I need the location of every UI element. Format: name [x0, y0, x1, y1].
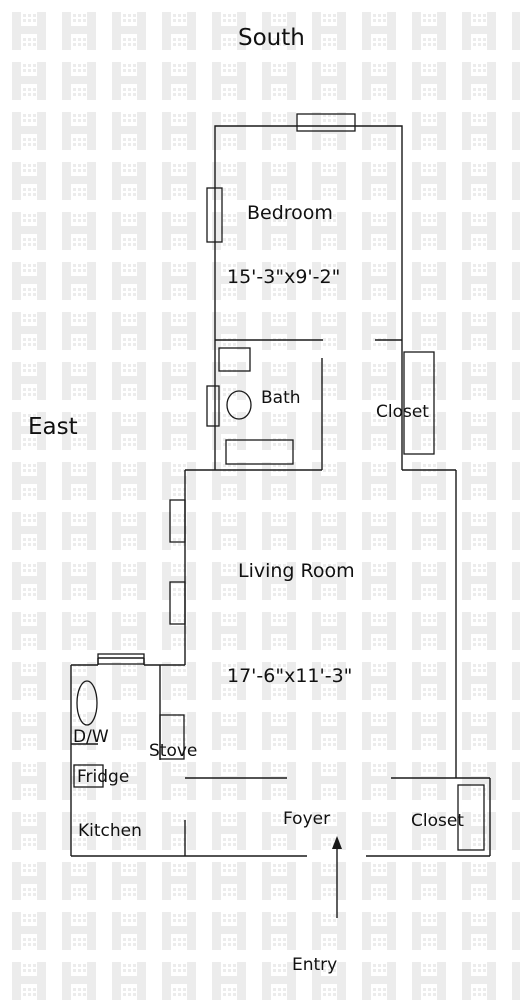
compass-east-label: East	[28, 414, 78, 440]
dishwasher-label: D/W	[73, 727, 109, 747]
stove-label: Stove	[149, 741, 197, 761]
kitchen-label: Kitchen	[78, 821, 142, 841]
entry-arrow	[332, 836, 342, 918]
windows	[97, 113, 356, 665]
fridge-label: Fridge	[77, 767, 129, 787]
living-room-dimensions: 17'-6"x11'-3"	[227, 665, 352, 687]
closet-lower-label: Closet	[411, 811, 464, 831]
bath-label: Bath	[261, 388, 301, 408]
compass-south-label: South	[238, 25, 305, 51]
fixtures	[71, 347, 485, 851]
bedroom-dimensions: 15'-3"x9'-2"	[227, 266, 340, 288]
living-room-label: Living Room	[238, 560, 355, 582]
closet-upper-label: Closet	[376, 402, 429, 422]
entry-label: Entry	[292, 955, 337, 975]
bedroom-label: Bedroom	[247, 202, 333, 224]
foyer-label: Foyer	[283, 809, 330, 829]
